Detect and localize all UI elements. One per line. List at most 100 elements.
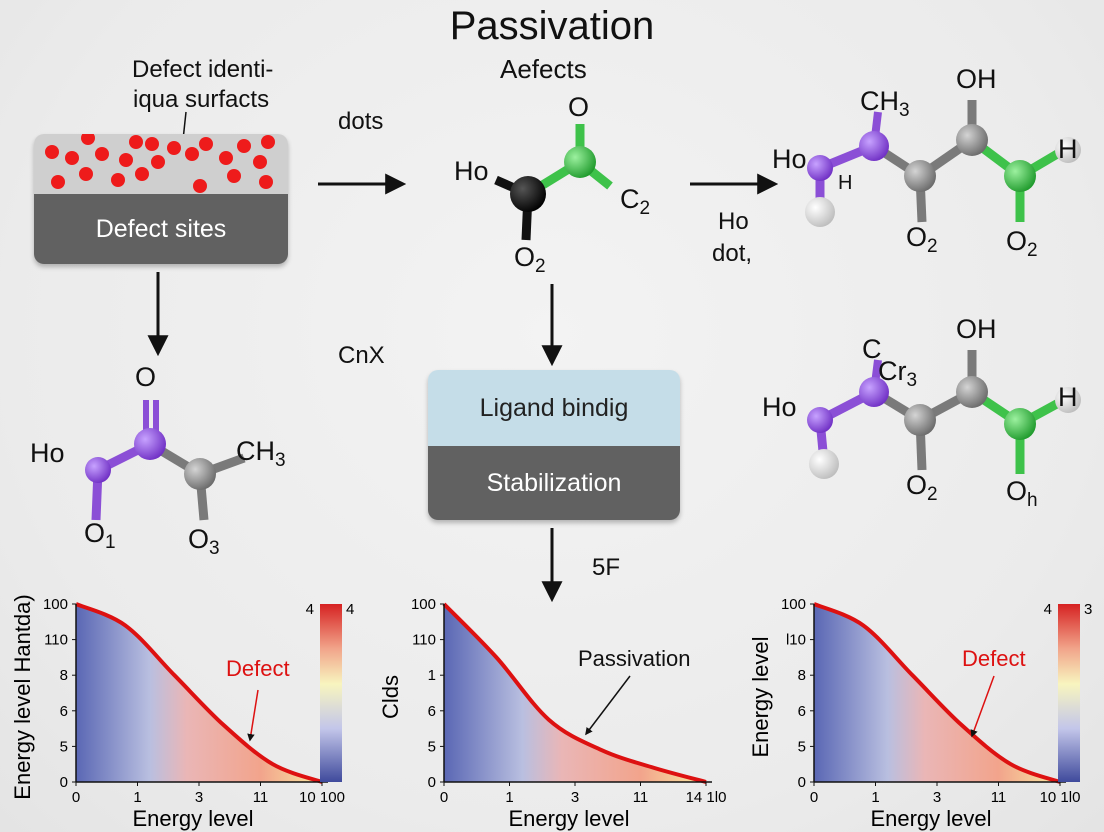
x-tick-label: 0	[72, 789, 80, 806]
y-tick-label: 6	[798, 703, 806, 720]
annotation-arrow	[585, 675, 631, 736]
atom-o2b-rt: O2	[1006, 226, 1038, 261]
chart-colorbar	[320, 604, 342, 782]
x-tick-label: 1	[133, 789, 141, 806]
y-tick-label: 6	[60, 703, 68, 720]
atom-ho: Ho	[454, 156, 489, 186]
defect-sites-label: Defect sites	[34, 194, 288, 264]
x-tick-label: 3	[571, 789, 579, 806]
x-tick-label: 1	[871, 789, 879, 806]
x-tick-label: 11	[253, 789, 269, 806]
atom-o-top: O	[568, 92, 590, 122]
atom-oh-rm: OH	[956, 314, 997, 344]
ligand-binding-block: Ligand bindig Stabilization	[428, 370, 680, 520]
atom-ho-left: Ho	[30, 438, 65, 468]
y-axis-label: Energy level	[748, 636, 773, 757]
colorbar-tick-label: 3	[1084, 601, 1092, 618]
y-tick-label: l10	[786, 632, 806, 649]
molecule-center	[494, 124, 613, 241]
molecule-right-mid	[807, 350, 1081, 479]
x-tick-label: 0	[810, 789, 818, 806]
atom-h-rm: H	[1058, 382, 1078, 412]
chart-annotation: Defect	[226, 656, 290, 681]
y-tick-label: 0	[428, 774, 436, 791]
x-tick-label: 0	[440, 789, 448, 806]
x-tick-label: 3	[195, 789, 203, 806]
atom-cr3-rm: Cr3	[878, 356, 918, 391]
annotation-arrow	[247, 689, 259, 742]
molecule-left	[85, 400, 246, 521]
y-tick-label: 5	[798, 738, 806, 755]
atom-ch3-rt: CH3	[860, 86, 910, 121]
y-tick-label: 100	[781, 596, 806, 613]
atom-ho-rm: Ho	[762, 392, 797, 422]
y-tick-label: 0	[798, 774, 806, 791]
chart-series-line	[813, 602, 1061, 784]
atom-ch3-left: CH3	[236, 436, 286, 471]
subtitle: Aefects	[500, 54, 587, 84]
atom-c2: C2	[620, 184, 651, 219]
chart-colorbar	[1058, 604, 1080, 782]
black-atom	[510, 176, 546, 212]
page-title: Passivation	[449, 4, 655, 48]
ligand-binding-label: Ligand bindig	[479, 393, 629, 422]
atom-o2-rm: O2	[906, 470, 938, 505]
chart-area-fill	[444, 604, 706, 782]
chart-series-line	[75, 602, 323, 784]
molecule-right-top	[805, 100, 1081, 227]
x-axis-label: Energy level	[132, 806, 253, 831]
atom-ho-rt: Ho	[772, 144, 807, 174]
x-tick-label: 1	[505, 789, 513, 806]
chart-annotation: Defect	[962, 646, 1026, 671]
x-axis-label: Energy level	[870, 806, 991, 831]
x-tick-label: 10 1l0	[1040, 789, 1081, 806]
caption-line-1: Defect identi-	[132, 56, 274, 83]
atom-o3-left: O3	[188, 524, 220, 559]
x-tick-label: 11	[991, 789, 1007, 806]
y-tick-label: 100	[43, 596, 68, 613]
colorbar-tick-label: 4	[1044, 601, 1052, 618]
atom-o-left: O	[135, 362, 157, 392]
arrow-label-5f: 5F	[592, 554, 621, 581]
y-tick-label: 5	[60, 738, 68, 755]
atom-o1-left: O1	[84, 518, 116, 553]
caption-line-2: iqua surfacts	[133, 86, 270, 113]
atom-h-small-rt: H	[838, 172, 853, 194]
atom-oh-low-rm: Oh	[1006, 476, 1038, 511]
y-tick-label: 6	[428, 703, 436, 720]
y-tick-label: 8	[60, 667, 68, 684]
y-tick-label: 5	[428, 738, 436, 755]
y-tick-label: 100	[411, 596, 436, 613]
y-tick-label: 110	[44, 632, 68, 649]
chart-series-line	[442, 602, 707, 784]
x-tick-label: 3	[933, 789, 941, 806]
atom-o2: O2	[514, 242, 546, 277]
atom-c-rm: C	[862, 334, 882, 364]
arrow-label-ho: Ho	[718, 208, 749, 235]
atom-o2a-rt: O2	[906, 222, 938, 257]
y-axis-label: Energy level Hantda)	[10, 594, 35, 799]
chart-area-fill	[76, 604, 322, 782]
chart-annotation: Passivation	[578, 646, 691, 671]
x-tick-label: 11	[633, 789, 649, 806]
chart-area-fill	[814, 604, 1060, 782]
defect-dots	[45, 134, 275, 193]
cnx-label: CnX	[338, 342, 385, 369]
stabilization-label: Stabilization	[428, 446, 680, 520]
green-atom	[564, 146, 596, 178]
arrow-label-dot: dot,	[712, 240, 753, 267]
x-axis-label: Energy level	[508, 806, 629, 831]
annotation-arrow	[970, 675, 995, 738]
colorbar-tick-label: 4	[346, 601, 354, 618]
y-tick-label: 8	[798, 667, 806, 684]
x-tick-label: 10 100	[299, 789, 345, 806]
arrow-label-dots: dots	[338, 108, 384, 135]
x-tick-label: 14 1l0	[686, 789, 727, 806]
y-tick-label: 0	[60, 774, 68, 791]
atom-oh-rt: OH	[956, 64, 997, 94]
atom-h-rt: H	[1058, 134, 1078, 164]
